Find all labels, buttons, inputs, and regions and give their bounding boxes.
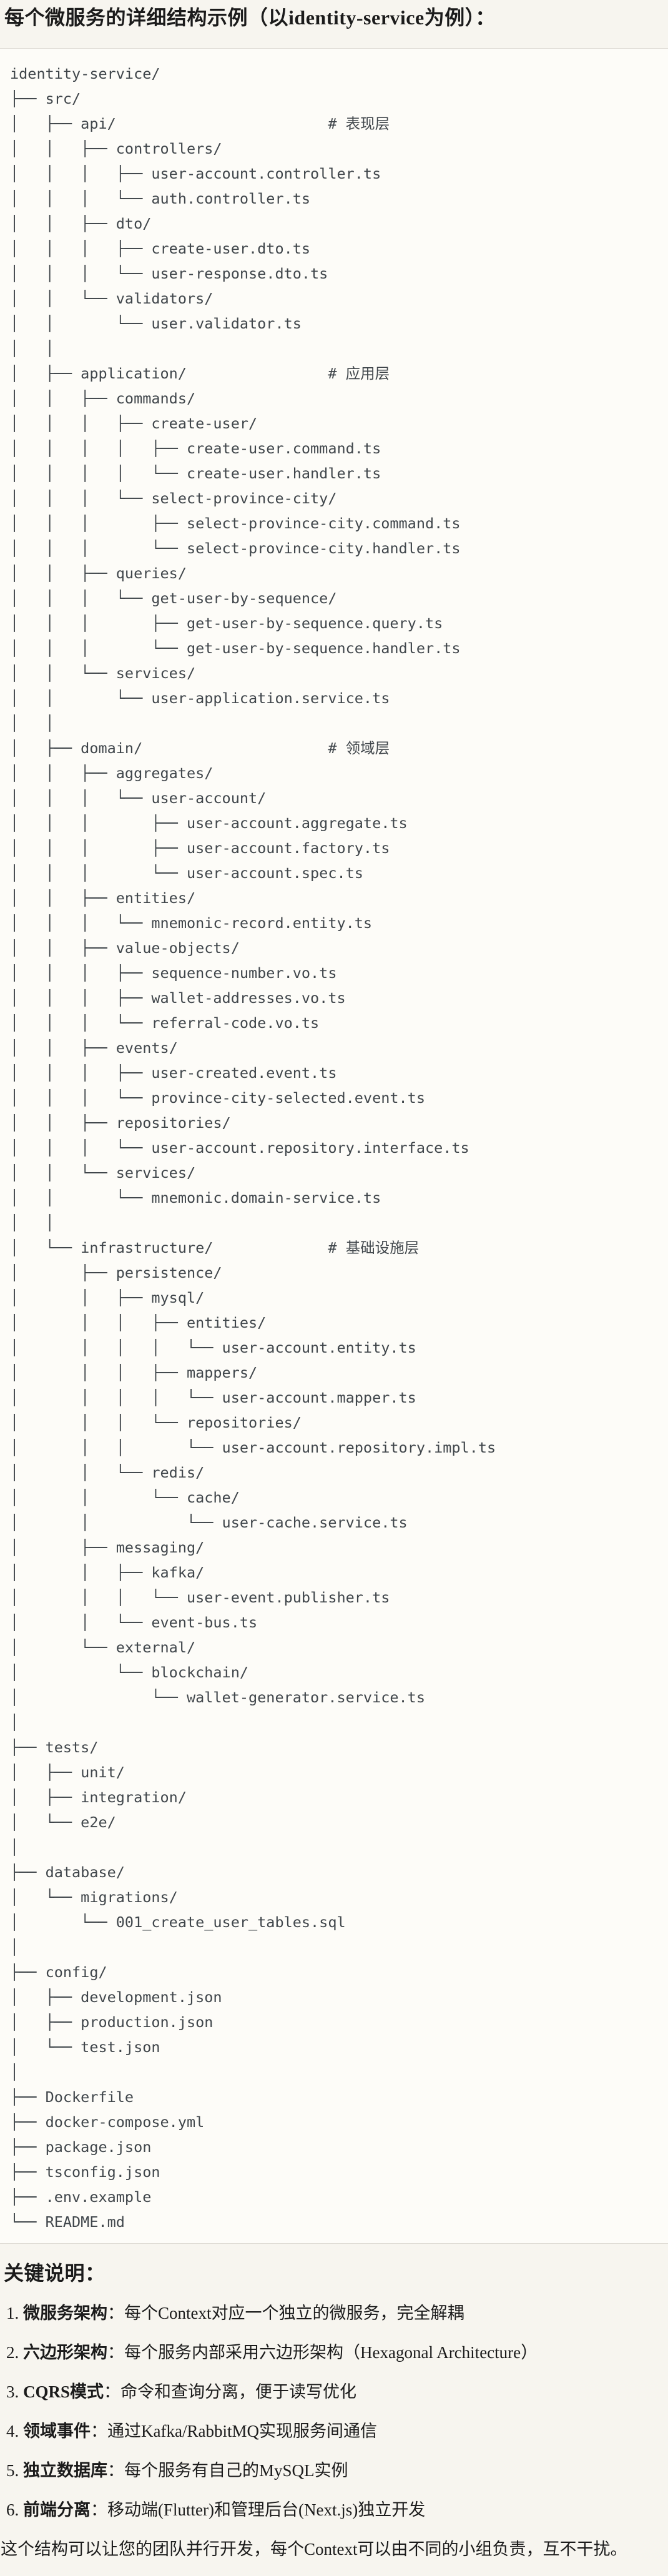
list-item-label: 六边形架构 — [23, 2343, 107, 2362]
notes-section: 关键说明： 1. 微服务架构：每个Context对应一个独立的微服务，完全解耦 … — [0, 2260, 668, 2560]
list-item-label: 前端分离 — [23, 2500, 91, 2519]
list-item-text: ：每个服务有自己的MySQL实例 — [107, 2461, 348, 2480]
list-item-number: 6. — [6, 2500, 23, 2519]
list-item-text: ：移动端(Flutter)和管理后台(Next.js)独立开发 — [91, 2500, 426, 2519]
list-item: 3. CQRS模式：命令和查询分离，便于读写优化 — [4, 2381, 662, 2402]
list-item-label: 独立数据库 — [23, 2461, 107, 2480]
list-item: 5. 独立数据库：每个服务有自己的MySQL实例 — [4, 2460, 662, 2481]
list-item-number: 2. — [6, 2343, 23, 2362]
list-item-label: 领域事件 — [23, 2422, 91, 2440]
list-item-text: ：每个Context对应一个独立的微服务，完全解耦 — [107, 2304, 464, 2322]
page-title: 每个微服务的详细结构示例（以identity-service为例）： — [4, 6, 496, 29]
list-item-number: 5. — [6, 2461, 23, 2480]
list-item-label: 微服务架构 — [23, 2304, 107, 2322]
list-item-label: CQRS模式 — [23, 2382, 104, 2401]
code-block: identity-service/ ├── src/ │ ├── api/ # … — [0, 48, 668, 2244]
list-item-text: ：通过Kafka/RabbitMQ实现服务间通信 — [91, 2422, 377, 2440]
list-item-text: ：每个服务内部采用六边形架构（Hexagonal Architecture） — [107, 2343, 538, 2362]
list-item-number: 3. — [6, 2382, 23, 2401]
list-item: 6. 前端分离：移动端(Flutter)和管理后台(Next.js)独立开发 — [4, 2499, 662, 2520]
list-item-number: 1. — [6, 2304, 23, 2322]
closing-paragraph: 这个结构可以让您的团队并行开发，每个Context可以由不同的小组负责，互不干扰… — [1, 2540, 627, 2559]
list-item: 4. 领域事件：通过Kafka/RabbitMQ实现服务间通信 — [4, 2421, 662, 2442]
notes-list: 1. 微服务架构：每个Context对应一个独立的微服务，完全解耦 2. 六边形… — [4, 2302, 662, 2520]
list-item-number: 4. — [6, 2422, 23, 2440]
directory-tree: identity-service/ ├── src/ │ ├── api/ # … — [10, 65, 496, 2231]
list-item-text: ：命令和查询分离，便于读写优化 — [104, 2382, 357, 2401]
list-item: 2. 六边形架构：每个服务内部采用六边形架构（Hexagonal Archite… — [4, 2342, 662, 2363]
list-item: 1. 微服务架构：每个Context对应一个独立的微服务，完全解耦 — [4, 2302, 662, 2324]
notes-heading: 关键说明： — [4, 2262, 106, 2284]
